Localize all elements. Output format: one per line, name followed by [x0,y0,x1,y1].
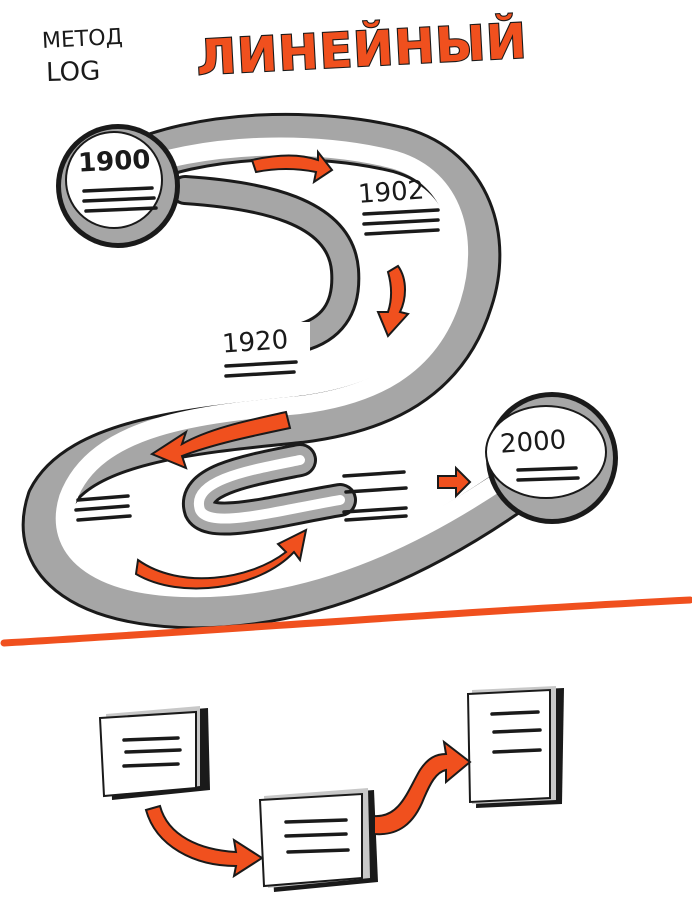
text-placeholder-lines [490,710,542,754]
text-placeholder-lines [342,470,408,522]
node-year: 1902 [357,175,425,210]
text-placeholder-lines [362,208,440,236]
method-subtitle: LOG [46,56,101,88]
method-label: МЕТОД [41,25,123,54]
text-placeholder-lines [224,360,298,378]
node-year: 1920 [221,325,289,360]
node-year: 1900 [77,145,151,179]
text-placeholder-lines [82,186,158,213]
header: МЕТОД LOG ЛИНЕЙНЫЙ [41,11,529,88]
arrow-icon [373,739,472,836]
text-placeholder-lines [74,494,132,522]
document-card [258,788,378,892]
timeline-node-1900: 1900 [56,124,180,248]
document-card [98,706,210,800]
page-title: ЛИНЕЙНЫЙ [195,12,529,86]
text-placeholder-lines [122,736,182,768]
text-placeholder-lines [516,466,580,482]
arrow-icon [437,465,472,499]
timeline-node-1902: 1902 [357,175,440,236]
timeline-node-2000: 2000 [485,392,618,524]
node-year: 2000 [499,425,567,460]
timeline-node-1920: 1920 [214,322,310,388]
arrow-icon [149,410,292,470]
arrow-icon [376,264,410,338]
document-card [466,686,564,808]
arrow-icon [144,804,264,879]
text-placeholder-lines [284,818,350,854]
arrow-icon [250,149,334,185]
section-divider [0,596,692,647]
arrow-icon [134,528,308,590]
